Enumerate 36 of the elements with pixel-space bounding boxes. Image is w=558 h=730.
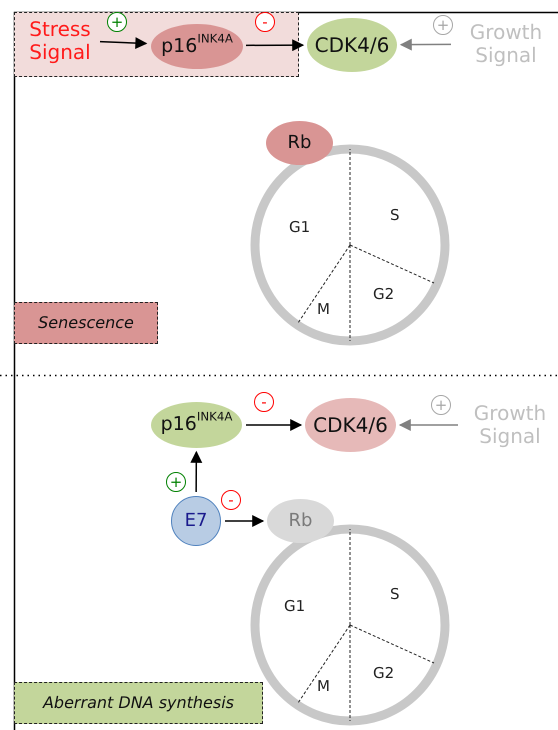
phase-label: M	[317, 300, 330, 318]
arrow	[400, 38, 451, 51]
edge-label: +	[433, 15, 453, 35]
outcome-box	[14, 682, 263, 724]
node-label: Rb	[288, 510, 312, 532]
arrow	[190, 450, 202, 492]
node-label: CDK4/6	[313, 414, 388, 436]
node-label: Aberrant DNA synthesis	[42, 694, 234, 712]
arrow	[398, 419, 458, 431]
signal-text: Growth Signal	[468, 21, 544, 67]
phase-label: G1	[284, 597, 306, 615]
arrow	[100, 37, 148, 50]
node-label: Senescence	[38, 314, 134, 332]
edge-label: +	[431, 395, 451, 415]
phase-label: G2	[373, 664, 394, 682]
node-label: E7	[184, 510, 208, 532]
protein-circle	[171, 496, 221, 546]
phase-label: S	[390, 585, 400, 603]
edge-label: -	[221, 490, 241, 510]
arrow	[246, 419, 302, 431]
phase-label: G1	[289, 218, 310, 236]
dashed-box	[14, 12, 299, 77]
phase-label: M	[317, 677, 330, 695]
edge-label: +	[166, 472, 186, 492]
outcome-box	[14, 302, 158, 344]
signal-text: Growth Signal	[472, 402, 548, 448]
phase-label: G2	[373, 285, 394, 303]
phase-label: S	[390, 206, 400, 224]
node-label: p16$^{INK4A}$	[160, 414, 232, 436]
node-label: Rb	[288, 132, 312, 154]
node-label: p16$^{INK4A}$	[161, 36, 233, 58]
arrow	[225, 515, 264, 527]
signal-text: Stress Signal	[28, 18, 92, 64]
edge-label: -	[254, 392, 274, 412]
node-label: CDK4/6	[314, 34, 390, 56]
arrow	[246, 39, 304, 52]
